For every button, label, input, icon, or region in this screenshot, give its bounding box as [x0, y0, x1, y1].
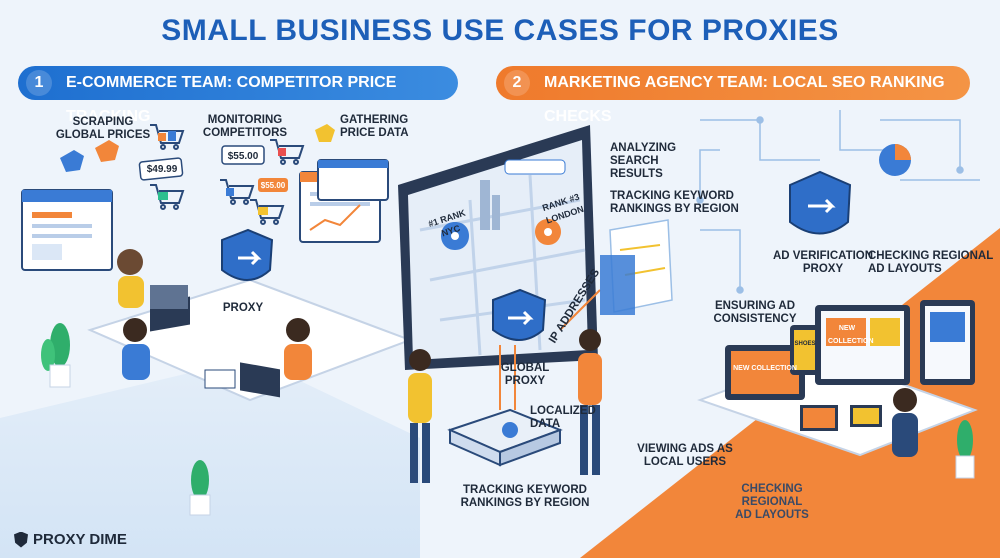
cart-contents — [158, 131, 286, 215]
price-tag-shapes — [60, 124, 335, 192]
pie-chart-icon — [879, 144, 911, 176]
data-flow-arrows — [499, 289, 601, 410]
label-monitoring-competitors: MONITORING COMPETITORS — [202, 114, 288, 139]
circuit-lines — [696, 110, 980, 294]
middle-people — [408, 329, 602, 483]
regional-map-card — [600, 219, 673, 315]
price-tag-1: $49.99 — [146, 164, 178, 175]
shield-icons — [221, 170, 852, 341]
label-viewing-ads-local: VIEWING ADS AS LOCAL USERS — [637, 443, 733, 468]
label-ad-verification-proxy: AD VERIFICATION PROXY — [772, 250, 874, 275]
label-analyzing-search-results: ANALYZING SEARCH RESULTS — [610, 142, 677, 180]
label-checking-regional-top: CHECKING REGIONAL AD LAYOUTS — [868, 250, 994, 275]
map-pin-icons — [441, 219, 561, 250]
label-tracking-rankings-bottom: TRACKING KEYWORD RANKINGS BY REGION — [460, 484, 590, 509]
plant-decorations — [41, 323, 975, 516]
brand-shield-icon — [14, 531, 28, 548]
ad-screen-text-3: NEW COLLECTION — [733, 365, 797, 372]
price-tag-3: $55.00 — [260, 181, 286, 190]
section-2-number: 2 — [504, 70, 530, 96]
page-title: SMALL BUSINESS USE CASES FOR PROXIES — [161, 14, 839, 47]
label-global-proxy: GLOBAL PROXY — [500, 362, 550, 387]
section-2-header: 2 MARKETING AGENCY TEAM: LOCAL SEO RANKI… — [496, 66, 970, 125]
section-1-heading: E-COMMERCE TEAM: COMPETITOR PRICE TRACKI… — [66, 74, 397, 125]
label-ensuring-ad-consistency: ENSURING AD CONSISTENCY — [713, 300, 797, 325]
ad-screen-text-1: NEW COLLECTION — [828, 325, 874, 345]
section-2-heading: MARKETING AGENCY TEAM: LOCAL SEO RANKING… — [544, 74, 945, 125]
ad-screen-text-2: SHOES — [794, 341, 816, 347]
label-proxy: PROXY — [222, 302, 264, 314]
right-desk-scene — [697, 300, 978, 457]
label-tracking-rankings-region: TRACKING KEYWORD RANKINGS BY REGION — [610, 190, 739, 215]
router-device — [447, 408, 563, 467]
left-browser-windows — [21, 159, 389, 271]
section-1-header: 1 E-COMMERCE TEAM: COMPETITOR PRICE TRAC… — [18, 66, 458, 125]
price-tag-2: $55.00 — [227, 151, 259, 162]
brand-name: PROXY DIME — [33, 531, 127, 548]
label-scraping-global-prices: SCRAPING GLOBAL PRICES — [55, 116, 151, 141]
label-localized-data: LOCALIZED DATA — [530, 405, 596, 430]
section-1-number: 1 — [26, 70, 52, 96]
label-gathering-price-data: GATHERING PRICE DATA — [340, 114, 409, 139]
shopping-cart-icons — [150, 124, 305, 225]
label-checking-regional-bottom: CHECKING REGIONAL AD LAYOUTS — [735, 483, 809, 521]
brand-logo: PROXY DIME — [14, 531, 127, 548]
